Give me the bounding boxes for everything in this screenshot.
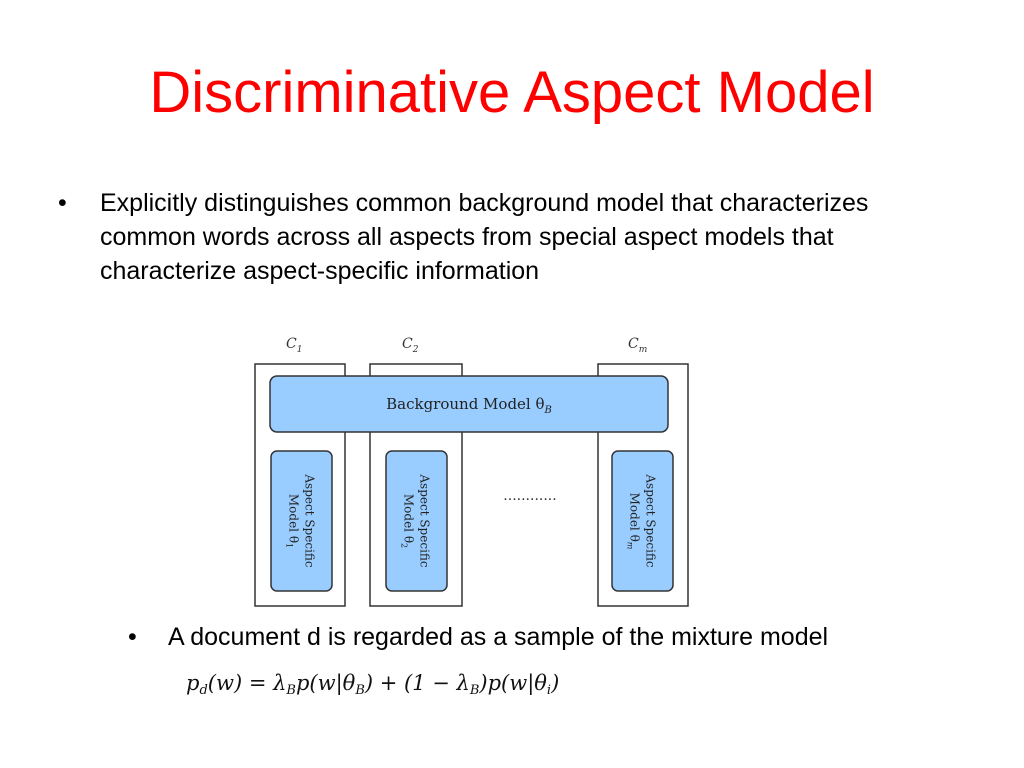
diagram-ellipsis: ............ — [503, 488, 556, 504]
background-model-label: Background Model θB — [386, 395, 552, 416]
bullet-dot: • — [128, 623, 137, 651]
aspect-label-1: Aspect Specific Model θ1 — [285, 473, 317, 568]
svg-text:Model θ2: Model θ2 — [400, 494, 416, 548]
svg-text:Model θ1: Model θ1 — [285, 494, 301, 548]
column-label-2: C2 — [402, 336, 419, 355]
aspect-box-1 — [270, 450, 333, 592]
diagram-svg: C1 C2 Cm Background Model θB Aspect Spec… — [254, 336, 689, 607]
formula-part1: p(w|θ — [295, 671, 356, 695]
aspect-model-diagram: C1 C2 Cm Background Model θB Aspect Spec… — [240, 328, 700, 618]
formula-arg: (w) = λ — [207, 671, 287, 695]
formula-theta-sub1: B — [355, 683, 365, 698]
bullet-1-text: Explicitly distinguishes common backgrou… — [100, 189, 869, 285]
column-label-m: Cm — [628, 336, 647, 355]
svg-text:Aspect Specific: Aspect Specific — [303, 473, 317, 568]
svg-text:Aspect Specific: Aspect Specific — [418, 473, 432, 568]
svg-text:Model θm: Model θm — [626, 493, 642, 550]
aspect-label-2: Aspect Specific Model θ2 — [400, 473, 432, 568]
formula-lambda-sub2: B — [469, 683, 480, 698]
background-model-box — [269, 375, 669, 433]
svg-text:Aspect Specific: Aspect Specific — [644, 473, 658, 568]
formula-part3: )p(w|θ — [479, 671, 547, 695]
formula-lhs-sub: d — [199, 683, 208, 698]
column-label-1: C1 — [286, 336, 302, 355]
mixture-formula: pd(w) = λBp(w|θB) + (1 − λB)p(w|θi) — [186, 666, 559, 708]
formula-part2: ) + (1 − λ — [364, 671, 470, 695]
bullet-2-text: A document d is regarded as a sample of … — [168, 623, 829, 651]
bullet-dot: • — [58, 189, 67, 217]
aspect-box-2 — [385, 450, 448, 592]
slide-title: Discriminative Aspect Model — [149, 60, 875, 125]
aspect-label-m: Aspect Specific Model θm — [626, 473, 658, 568]
formula-lambda-sub: B — [286, 683, 296, 698]
formula-lhs: p — [186, 671, 200, 695]
formula-theta-sub2: i — [546, 683, 552, 698]
aspect-box-m — [611, 450, 674, 592]
formula-part4: ) — [551, 671, 560, 695]
